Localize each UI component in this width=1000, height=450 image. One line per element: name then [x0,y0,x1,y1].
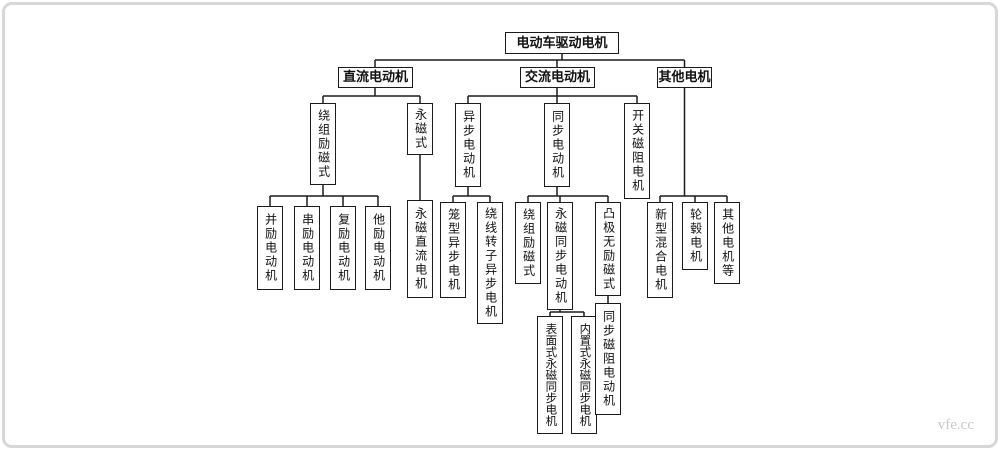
node-surface-pm-sync-motor: 表面式永磁同步电机 [537,316,563,434]
node-sync-wound-excitation-type: 绕组励磁式 [515,202,541,284]
node-shunt-excited-motor: 并励电动机 [257,206,283,290]
node-label: 电动车驱动电机 [516,34,608,50]
node-other-motors: 其他电机 [657,67,712,88]
node-label: 异步电动机 [461,110,476,180]
node-sync-reluctance-motor: 同步磁阻电动机 [595,303,621,415]
node-label: 并励电动机 [263,213,278,283]
node-label: 绕组励磁式 [521,208,536,278]
node-label: 同步磁阻电动机 [601,310,616,408]
node-label: 笼型异步电机 [446,208,461,292]
node-separately-excited-motor: 他励电动机 [365,206,391,290]
node-ev-drive-motor: 电动车驱动电机 [505,32,619,54]
node-new-hybrid-motor: 新型混合电机 [647,202,673,298]
node-label: 永磁直流电机 [413,207,428,291]
node-sync-motor: 同步电动机 [544,103,570,187]
node-label: 表面式永磁同步电机 [544,323,557,427]
node-label: 开关磁阻电机 [630,109,645,193]
node-pm-dc-motor: 永磁直流电机 [407,200,433,298]
node-interior-pm-sync-motor: 内置式永磁同步电机 [571,316,597,434]
node-label: 新型混合电机 [653,208,668,292]
node-label: 复励电动机 [336,213,351,283]
node-label: 串励电动机 [300,213,315,283]
node-label: 同步电动机 [550,110,565,180]
node-wound-rotor-async-motor: 绕线转子异步电机 [477,202,503,324]
node-label: 永磁式 [413,108,428,150]
node-compound-excited-motor: 复励电动机 [330,206,356,290]
node-switched-reluctance-motor: 开关磁阻电机 [624,103,650,199]
node-cage-async-motor: 笼型异步电机 [440,202,466,298]
node-label: 内置式永磁同步电机 [578,323,591,427]
node-label: 绕线转子异步电机 [483,207,498,319]
node-wheel-hub-motor: 轮毂电机 [682,202,708,270]
node-label: 绕组励磁式 [316,109,331,179]
node-label: 凸极无励磁式 [601,207,616,291]
node-label: 直流电动机 [342,69,408,85]
node-permanent-magnet-type: 永磁式 [407,103,433,155]
node-async-motor: 异步电动机 [455,103,481,187]
node-other-motors-etc: 其他电机等 [714,202,740,284]
node-label: 轮毂电机 [688,208,703,264]
node-label: 他励电动机 [371,213,386,283]
node-label: 交流电动机 [524,69,590,85]
node-ac-motor: 交流电动机 [520,67,595,88]
node-label: 永磁同步电动机 [553,207,568,305]
node-label: 其他电机 [658,69,711,85]
node-series-excited-motor: 串励电动机 [294,206,320,290]
node-pm-sync-motor: 永磁同步电动机 [547,202,573,310]
node-label: 其他电机等 [720,208,735,278]
watermark: vfe.cc [937,417,974,433]
node-wound-excitation-type: 绕组励磁式 [310,103,336,185]
node-dc-motor: 直流电动机 [338,67,413,88]
node-salient-pole-non-excited-type: 凸极无励磁式 [595,202,621,296]
